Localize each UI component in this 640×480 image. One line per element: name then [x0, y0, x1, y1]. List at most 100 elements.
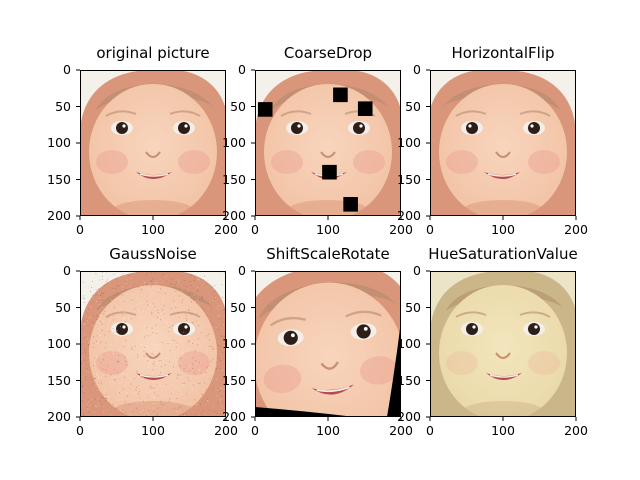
teeth [316, 386, 350, 393]
axes-frame [430, 70, 576, 216]
x-tick-label: 100 [141, 222, 165, 237]
dropout-square [333, 87, 348, 103]
teeth [139, 173, 169, 177]
face-image [255, 70, 401, 216]
left-eyebrow [455, 311, 487, 318]
left-eye-highlight [297, 124, 301, 128]
panel-shiftscalerotate: ShiftScaleRotate 0 50 100 150 200 0 100 … [222, 245, 413, 437]
face-shape [255, 282, 401, 417]
left-cheek [446, 351, 478, 375]
nose [320, 361, 339, 370]
chin-shadow [463, 200, 543, 216]
y-tick-label: 50 [55, 299, 71, 315]
face-shape [439, 285, 567, 417]
axes-frame [255, 70, 401, 216]
y-tick-label: 150 [397, 171, 421, 187]
right-eyebrow [519, 311, 551, 318]
y-tick-label: 100 [222, 134, 246, 150]
y-tick-label: 150 [47, 171, 71, 187]
left-eye-iris [466, 323, 478, 335]
nose [145, 352, 161, 359]
border-fill-bottom [255, 407, 355, 417]
x-tick-label: 100 [141, 423, 165, 438]
dropout-square [322, 164, 337, 180]
x-tick-label: 0 [426, 222, 434, 237]
y-tick-label: 100 [397, 335, 421, 351]
y-tick-label: 50 [405, 299, 421, 315]
x-tick-label: 0 [251, 423, 259, 438]
y-tick-label: 0 [413, 262, 421, 278]
border-fill-right [387, 321, 401, 417]
left-eyebrow [280, 110, 312, 117]
hood-right [522, 271, 576, 311]
right-eye-iris [528, 323, 540, 335]
panel-original: original picture 0 50 100 150 200 0 100 … [47, 44, 238, 236]
axes-huesaturationvalue [426, 270, 577, 421]
hood-left [503, 70, 576, 132]
axes-frame [80, 271, 226, 417]
left-eyebrow [105, 311, 137, 318]
nose [145, 151, 161, 158]
left-eyebrow [270, 316, 307, 327]
right-cheek [178, 150, 210, 174]
x-tick-label: 200 [389, 222, 413, 237]
y-tick-label: 150 [222, 372, 246, 388]
face-image [430, 271, 576, 417]
dropout-square [357, 101, 373, 116]
right-eye-iris [353, 122, 365, 134]
right-eye-highlight [468, 124, 472, 128]
left-eye-highlight [472, 325, 476, 329]
panel-title: GaussNoise [109, 245, 197, 263]
face-image [430, 70, 576, 216]
right-eyebrow [345, 310, 382, 318]
y-tick-label: 100 [397, 134, 421, 150]
y-tick-label: 200 [47, 207, 71, 223]
panel-gaussnoise: GaussNoise 0 50 100 150 200 0 100 200 [47, 245, 238, 437]
hood-left [80, 70, 153, 132]
panel-title: original picture [96, 44, 210, 62]
x-tick-label: 200 [214, 222, 238, 237]
right-eyebrow [455, 110, 487, 117]
axes-frame [430, 271, 576, 417]
dropout-square [343, 197, 358, 212]
x-tick-label: 200 [564, 222, 588, 237]
right-eyebrow [169, 311, 201, 318]
axes-hflip [426, 69, 577, 220]
x-tick-label: 0 [426, 423, 434, 438]
right-eye-highlight [534, 325, 538, 329]
right-cheek [360, 356, 398, 385]
y-tick-label: 200 [47, 408, 71, 424]
left-cheek [263, 364, 302, 393]
teeth [489, 374, 519, 378]
y-tick-label: 0 [238, 61, 246, 77]
left-eye-highlight [290, 333, 295, 338]
axes-shiftscalerotate [251, 270, 402, 421]
panel-title: ShiftScaleRotate [266, 245, 390, 263]
left-eye-highlight [122, 124, 126, 128]
right-eye-highlight [184, 325, 188, 329]
y-tick-label: 50 [405, 98, 421, 114]
right-eye-iris [178, 122, 190, 134]
left-eye-iris [116, 323, 128, 335]
hood-left [255, 70, 328, 132]
nose [320, 151, 336, 158]
right-eyebrow [169, 110, 201, 117]
y-tick-label: 200 [222, 408, 246, 424]
right-eye-highlight [184, 124, 188, 128]
hood-left [255, 271, 322, 347]
face-image [80, 70, 226, 216]
hood-right [430, 70, 484, 110]
y-tick-label: 150 [222, 171, 246, 187]
right-eye-iris [178, 323, 190, 335]
nose [495, 151, 511, 158]
left-cheek [271, 150, 303, 174]
left-eyebrow [105, 110, 137, 117]
y-tick-label: 150 [47, 372, 71, 388]
x-tick-label: 0 [251, 222, 259, 237]
y-tick-label: 50 [55, 98, 71, 114]
y-tick-label: 100 [222, 335, 246, 351]
x-tick-label: 100 [316, 222, 340, 237]
right-eye-highlight [359, 124, 363, 128]
y-tick-label: 0 [238, 262, 246, 278]
